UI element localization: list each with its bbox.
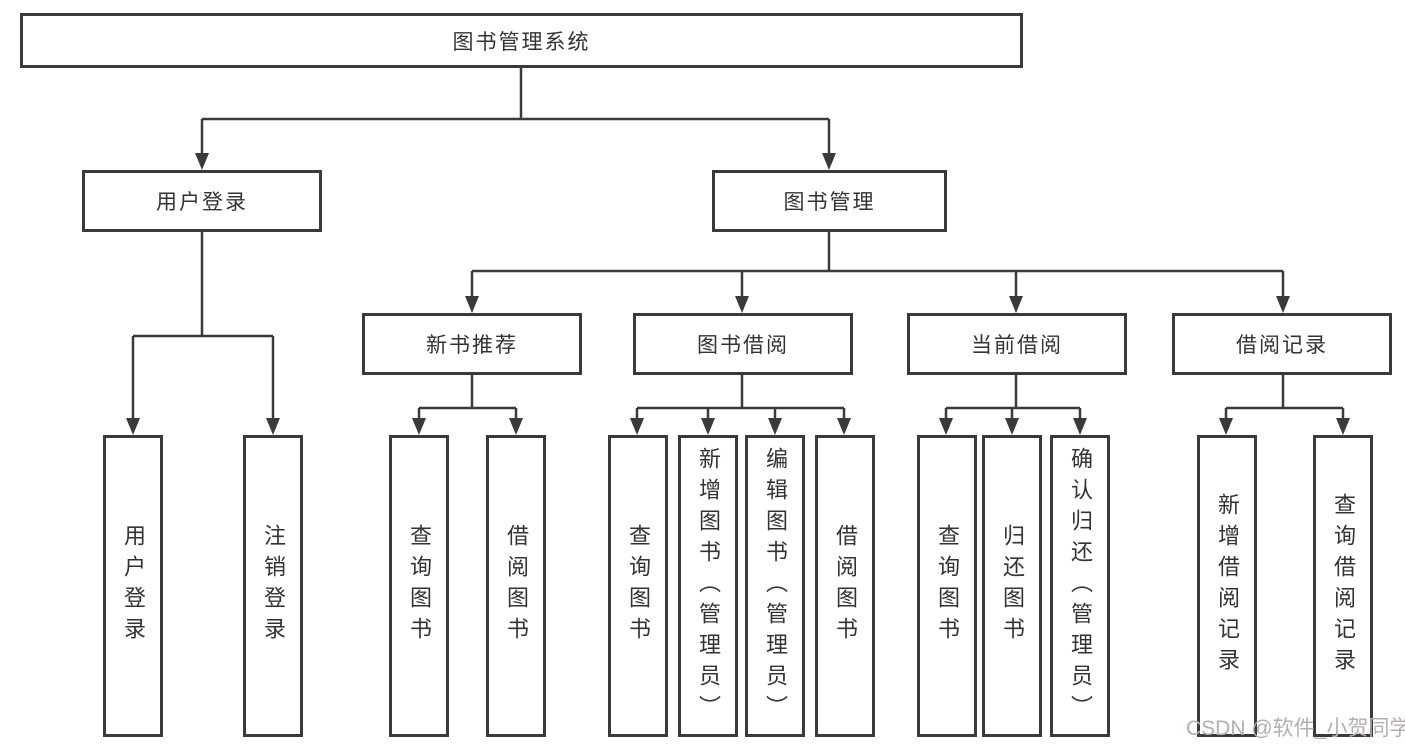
leaf-user-login: 用户登录: [103, 435, 163, 737]
node-user-login: 用户登录: [82, 170, 322, 232]
leaf-borrow-query-books: 查询图书: [608, 435, 668, 737]
arrowhead: [195, 153, 209, 170]
node-new-book-recommend: 新书推荐: [362, 313, 582, 375]
connector-book-mgmt-to-level3: [465, 232, 1290, 313]
leaf-record-query: 查询借阅记录: [1313, 435, 1373, 737]
arrowhead: [1073, 418, 1087, 435]
connector-root-to-level2: [195, 68, 836, 170]
arrowhead: [630, 418, 644, 435]
arrowhead: [412, 418, 426, 435]
arrowhead: [266, 418, 280, 435]
node-book-borrow: 图书借阅: [633, 313, 853, 375]
leaf-label: 新增借阅记录: [1215, 493, 1240, 679]
connector-current-borrow-children: [939, 375, 1087, 435]
leaf-borrow-add-books-admin: 新增图书（管理员）: [678, 435, 738, 737]
arrowhead: [1009, 296, 1023, 313]
leaf-label: 查询图书: [935, 524, 960, 648]
leaf-borrow-borrow-books: 借阅图书: [815, 435, 875, 737]
connector-new-book-rec-children: [412, 375, 523, 435]
arrowhead: [701, 418, 715, 435]
arrowhead: [509, 418, 523, 435]
node-root-system: 图书管理系统: [20, 13, 1023, 68]
arrowhead: [939, 418, 953, 435]
leaf-label: 查询图书: [407, 524, 432, 648]
leaf-current-return-books: 归还图书: [982, 435, 1042, 737]
leaf-current-query-books: 查询图书: [917, 435, 977, 737]
connector-borrow-record-children: [1219, 375, 1350, 435]
arrowhead: [822, 153, 836, 170]
connector-book-borrow-children: [630, 375, 851, 435]
arrowhead: [465, 296, 479, 313]
leaf-label: 用户登录: [121, 524, 146, 648]
leaf-borrow-edit-books-admin: 编辑图书（管理员）: [745, 435, 805, 737]
leaf-label: 确认归还（管理员）: [1068, 446, 1093, 726]
leaf-label: 查询图书: [626, 524, 651, 648]
node-current-borrow: 当前借阅: [907, 313, 1127, 375]
leaf-label: 注销登录: [261, 524, 286, 648]
node-book-management: 图书管理: [712, 170, 947, 232]
arrowhead: [1005, 418, 1019, 435]
node-borrow-record: 借阅记录: [1172, 313, 1392, 375]
leaf-rec-query-books: 查询图书: [389, 435, 449, 737]
arrowhead: [1336, 418, 1350, 435]
arrowhead: [837, 418, 851, 435]
leaf-label: 编辑图书（管理员）: [763, 446, 788, 726]
leaf-logout: 注销登录: [243, 435, 303, 737]
arrowhead: [126, 418, 140, 435]
arrowhead: [735, 296, 749, 313]
csdn-watermark: CSDN @软件_小贺同学: [1186, 717, 1405, 740]
leaf-label: 新增图书（管理员）: [696, 446, 721, 726]
leaf-record-add: 新增借阅记录: [1197, 435, 1257, 737]
leaf-label: 归还图书: [1000, 524, 1025, 648]
leaf-label: 借阅图书: [504, 524, 529, 648]
leaf-label: 查询借阅记录: [1331, 493, 1356, 679]
leaf-current-confirm-return-admin: 确认归还（管理员）: [1050, 435, 1110, 737]
arrowhead: [1276, 296, 1290, 313]
leaf-rec-borrow-books: 借阅图书: [486, 435, 546, 737]
leaf-label: 借阅图书: [833, 524, 858, 648]
arrowhead: [1219, 418, 1233, 435]
arrowhead: [768, 418, 782, 435]
connector-user-login-children: [126, 232, 280, 435]
